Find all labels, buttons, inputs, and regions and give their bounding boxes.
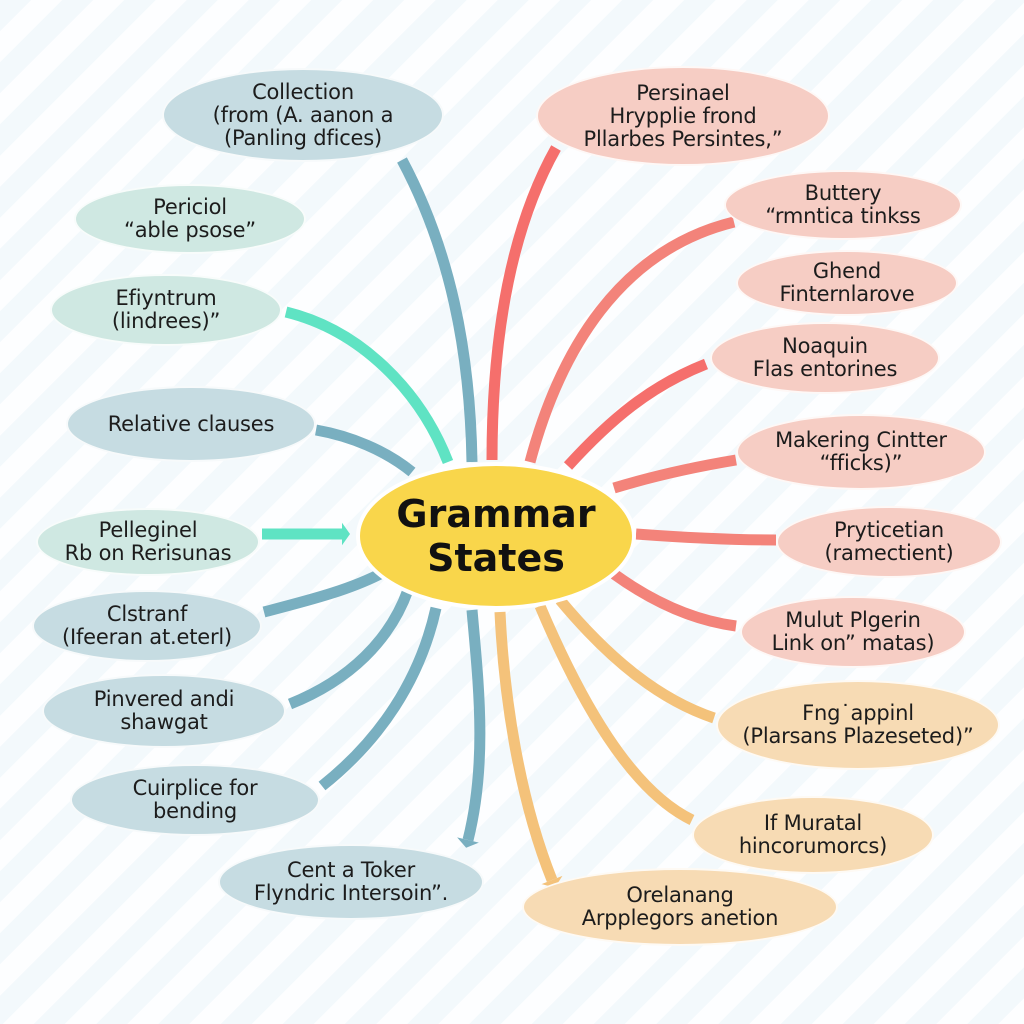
topic-node-label-line: (ramectient) [824, 541, 954, 565]
topic-node-label-line: Makering Cintter [775, 428, 947, 452]
topic-node-periciol[interactable]: Periciol“able psose” [74, 184, 306, 254]
topic-node-label-line: Pllarbes Persintes,” [583, 126, 783, 151]
topic-node-label-line: Pinvered andi [93, 687, 235, 711]
connector-pinvered [287, 588, 414, 710]
topic-node-label-line: Fng˙appinl [802, 701, 914, 725]
topic-node-label-line: Cent a Toker [286, 858, 416, 882]
connector-cent-a-toker [462, 609, 486, 842]
connector-pryticetian [635, 528, 777, 546]
topic-node-collection[interactable]: Collection(from (A. aanon a(Panling dfic… [162, 68, 444, 162]
topic-node-label-line: “rmntica tinkss [765, 204, 921, 228]
topic-node-label-line: (lindrees)” [111, 309, 221, 333]
topic-node-label-line: Efiyntrum [115, 286, 217, 310]
topic-node-label-line: Flyndric Intersoin”. [253, 881, 449, 905]
topic-node-label-line: If Muratal [763, 811, 863, 835]
topic-node-label-line: Rb on Rerisunas [64, 541, 232, 565]
connector-fng-appinl [555, 596, 716, 724]
arrowhead-icon [457, 837, 479, 848]
connector-noaquin [563, 358, 709, 470]
connector-buttery [524, 216, 736, 464]
central-topic-node[interactable]: Grammar States [356, 462, 636, 610]
connector-orelanang [494, 611, 558, 883]
topic-node-label-line: shawgat [120, 710, 208, 734]
topic-node-label-line: Pelleginel [98, 518, 198, 542]
topic-node-label-line: Collection [252, 79, 354, 104]
arrowhead-icon [342, 522, 350, 546]
topic-node-relative-clauses[interactable]: Relative clauses [66, 386, 316, 462]
topic-node-label-line: (Plarsans Plazeseted)” [742, 724, 974, 748]
topic-node-label-line: Ghend [812, 259, 882, 283]
connector-persinael [486, 145, 561, 461]
topic-node-fng-appinl[interactable]: Fng˙appinl(Plarsans Plazeseted)” [716, 680, 1000, 770]
central-topic-title-line1: Grammar [396, 492, 596, 536]
arrowhead-icon [541, 875, 563, 888]
topic-node-label-line: bending [153, 799, 237, 823]
connector-if-muratal [534, 603, 695, 825]
topic-node-label-line: “able psose” [124, 218, 256, 242]
topic-node-label-line: Pryticetian [834, 518, 944, 542]
topic-node-makering[interactable]: Makering Cintter“fficks)” [736, 414, 986, 490]
topic-node-buttery[interactable]: Buttery“rmntica tinkss [724, 170, 962, 240]
connector-efiyntrum [284, 306, 454, 464]
topic-node-clstranf[interactable]: Clstranf(Ifeeran at.eterl) [32, 590, 262, 662]
topic-node-label-line: Clstranf [106, 602, 188, 626]
topic-node-pryticetian[interactable]: Pryticetian(ramectient) [776, 506, 1002, 578]
topic-node-label-line: Flas entorines [752, 357, 898, 381]
connector-clstranf [262, 567, 387, 618]
topic-node-label-line: Cuirplice for [132, 776, 258, 800]
topic-node-label-line: Mulut Plgerin [785, 608, 921, 632]
connector-relative-clauses [315, 424, 416, 477]
connector-collection [397, 157, 478, 463]
topic-node-label-line: Finternlarove [779, 282, 915, 306]
topic-node-label-line: Noaquin [782, 334, 868, 358]
topic-node-label-line: (Ifeeran at.eterl) [61, 625, 233, 649]
topic-node-label-line: “fficks)” [819, 451, 903, 475]
topic-node-label-line: Orelanang [626, 883, 734, 907]
topic-node-label-line: Hrypplie frond [609, 103, 757, 128]
topic-node-label-line: Arpplegors anetion [581, 906, 779, 930]
topic-node-label-line: (from (A. aanon a [212, 102, 394, 127]
connector-makering [612, 454, 737, 494]
topic-node-label-line: Periciol [153, 195, 227, 219]
central-topic-title-line2: States [427, 536, 565, 580]
connector-cuirplice [318, 606, 442, 791]
topic-node-label-line: Link on” matas) [771, 631, 935, 655]
topic-node-label-line: Persinael [636, 80, 730, 105]
topic-node-label-line: (Panling dfices) [223, 125, 383, 150]
topic-node-efiyntrum[interactable]: Efiyntrum(lindrees)” [50, 274, 282, 346]
topic-node-label-line: Buttery [804, 181, 882, 205]
connector-mulut-plgerin [610, 569, 737, 632]
topic-node-label-line: hincorumorcs) [738, 834, 888, 858]
topic-node-label-line: Relative clauses [107, 411, 275, 436]
